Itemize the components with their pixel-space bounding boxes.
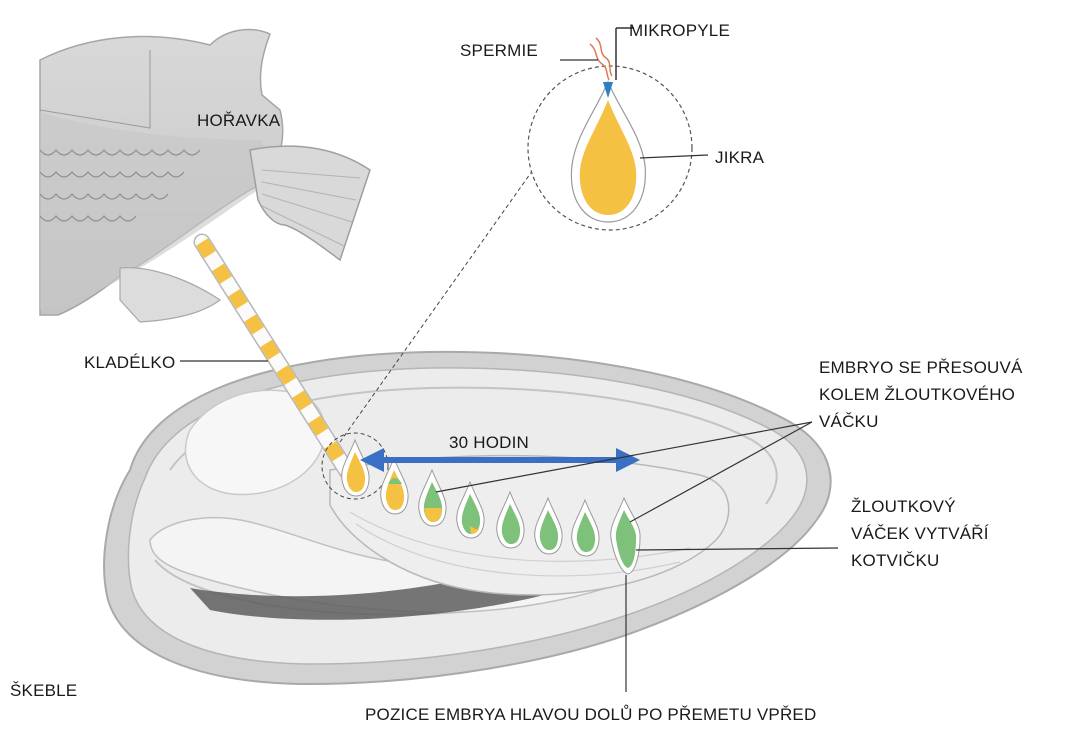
embryo-position-label: POZICE EMBRYA HLAVOU DOLŮ PO PŘEMETU VPŘ… [365,701,816,728]
yolk-anchor-line-3: KOTVIČKU [851,547,989,574]
yolk-anchor-line-1: ŽLOUTKOVÝ [851,493,989,520]
yolk-anchor-label: ŽLOUTKOVÝ VÁČEK VYTVÁŘÍ KOTVIČKU [851,493,989,574]
ovipositor-label: KLADÉLKO [84,349,175,376]
embryo-moves-label: EMBRYO SE PŘESOUVÁ KOLEM ŽLOUTKOVÉHO VÁČ… [819,354,1023,435]
micropyle-label: MIKROPYLE [629,17,730,44]
duration-label: 30 HODIN [449,429,529,456]
embryo-moves-line-3: VÁČKU [819,408,1023,435]
egg-label: JIKRA [715,144,764,171]
fish-label: HOŘAVKA [197,107,280,134]
embryo-moves-line-2: KOLEM ŽLOUTKOVÉHO [819,381,1023,408]
sperm-label: SPERMIE [460,37,538,64]
bitterling-fish-illustration [40,30,370,322]
mussel-label: ŠKEBLE [10,677,77,704]
yolk-anchor-line-2: VÁČEK VYTVÁŘÍ [851,520,989,547]
embryo-moves-line-1: EMBRYO SE PŘESOUVÁ [819,354,1023,381]
